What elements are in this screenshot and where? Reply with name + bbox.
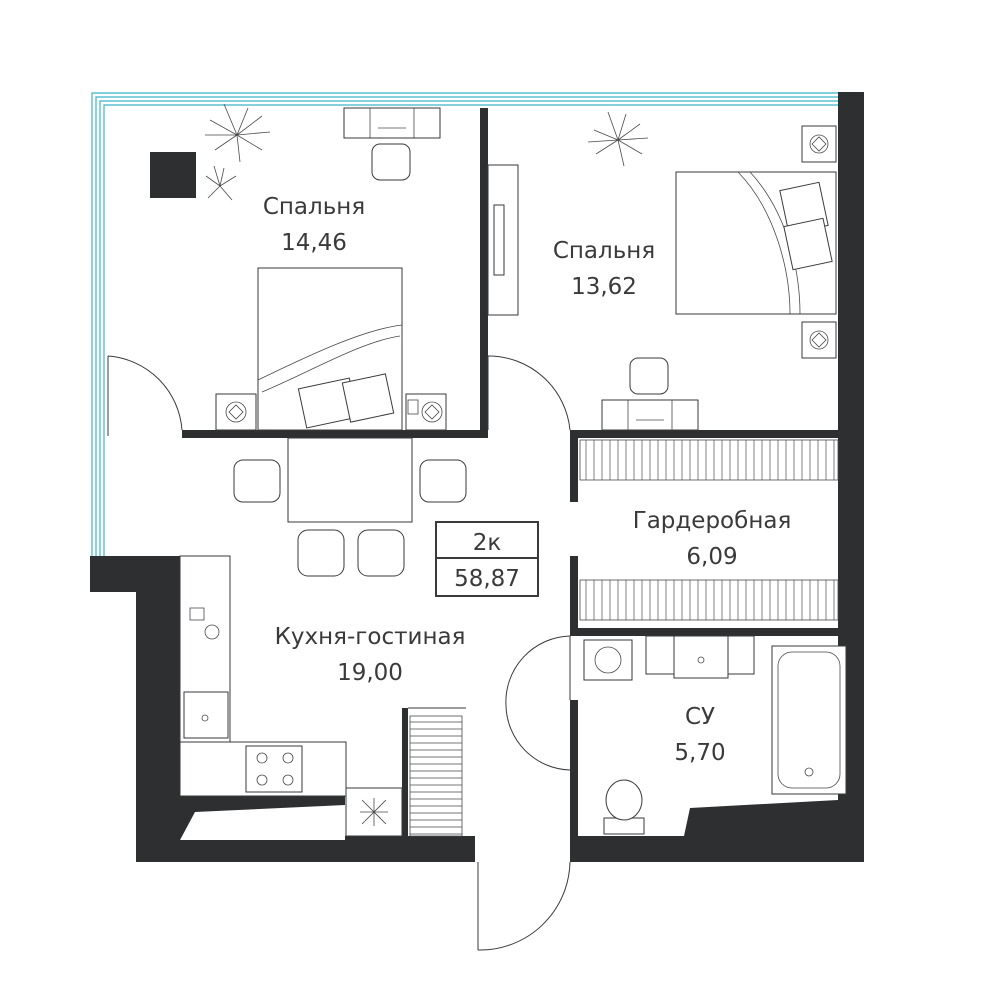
glazing-frame <box>91 92 850 556</box>
room-area: 6,09 <box>686 544 737 570</box>
living-furniture <box>179 437 467 837</box>
room-label-bedroom1: Спальня 14,46 <box>263 194 365 256</box>
bath-fixtures <box>583 635 847 835</box>
bedroom1-furniture <box>205 103 447 431</box>
hanger-slats <box>410 440 835 835</box>
room-label-wardrobe: Гардеробная 6,09 <box>633 508 792 570</box>
room-name: Гардеробная <box>633 508 792 534</box>
room-area: 19,00 <box>337 660 403 686</box>
doors <box>107 355 571 951</box>
room-label-living: Кухня-гостиная 19,00 <box>275 624 466 686</box>
room-name: Спальня <box>263 194 365 220</box>
room-name: СУ <box>685 704 715 730</box>
walls <box>90 92 864 862</box>
room-label-bedroom2: Спальня 13,62 <box>553 238 655 300</box>
apartment-total-area: 58,87 <box>454 566 520 592</box>
room-label-bath: СУ 5,70 <box>674 704 725 766</box>
room-area: 5,70 <box>674 740 725 766</box>
room-name: Спальня <box>553 238 655 264</box>
room-name: Кухня-гостиная <box>275 624 466 650</box>
room-area: 13,62 <box>571 274 637 300</box>
room-area: 14,46 <box>281 230 347 256</box>
bedroom2-furniture <box>487 111 837 431</box>
apartment-summary: 2к 58,87 <box>435 521 539 597</box>
apartment-type: 2к <box>473 530 502 556</box>
wardrobe-racks <box>579 439 839 621</box>
